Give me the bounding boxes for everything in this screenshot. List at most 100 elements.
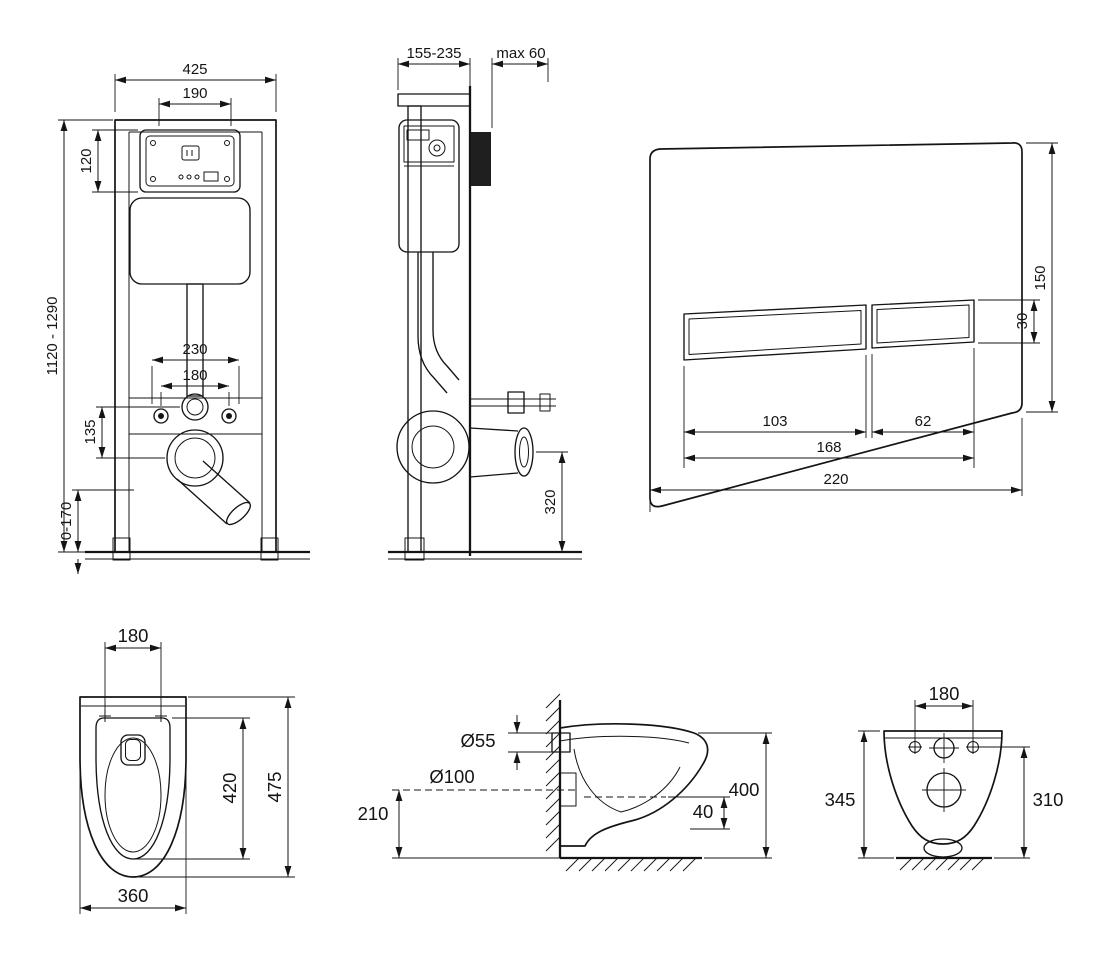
- dim-103: 103: [683, 355, 867, 468]
- rear-outlet: [922, 768, 966, 812]
- dim-400-label: 400: [729, 779, 760, 800]
- dim-135-label: 135: [82, 419, 99, 444]
- dim-180-frame: 180: [160, 367, 230, 406]
- dim-420-label: 420: [219, 773, 240, 804]
- dim-103-label: 103: [762, 413, 787, 430]
- bowl-rear-outline: [883, 730, 1003, 845]
- dim-max-60: max 60: [491, 45, 549, 128]
- outlet-bend: [166, 429, 252, 526]
- floor-section-rear: [896, 856, 992, 871]
- bowl-top-view: 180 420 475 360: [79, 625, 295, 914]
- cistern-tank: [129, 197, 251, 285]
- large-flush-button: [683, 304, 867, 361]
- fixing-rods: [470, 391, 556, 414]
- bowl-side-outline: [559, 723, 709, 847]
- bowl-top-outline: [79, 696, 187, 878]
- wall-bracket: [471, 132, 491, 186]
- dim-180-rear-label: 180: [929, 683, 960, 704]
- outlet-horn: [469, 427, 534, 478]
- floor-section: [560, 856, 702, 872]
- dim-400: 400: [698, 732, 772, 859]
- dim-120-label: 120: [78, 148, 95, 173]
- outlet-trap-side: [396, 410, 470, 484]
- dim-leg-label: 0-170: [58, 502, 75, 540]
- seat-line: [559, 735, 690, 744]
- dim-425-label: 425: [182, 61, 207, 78]
- bowl-side-view: Ø55 Ø100 210 400 40: [358, 693, 772, 872]
- flush-button-icon: [181, 145, 200, 161]
- dim-180-frame-label: 180: [182, 367, 207, 384]
- dim-360-label: 360: [118, 885, 149, 906]
- dim-max60-label: max 60: [496, 45, 545, 62]
- dim-345: 345: [825, 730, 894, 859]
- dim-310: 310: [980, 746, 1064, 859]
- flush-opening: [120, 734, 146, 766]
- dim-320: 320: [536, 451, 568, 552]
- cistern-access-box: [139, 129, 241, 193]
- water-inlet: [181, 393, 209, 421]
- dim-220-label: 220: [823, 471, 848, 488]
- dim-210: 210: [358, 790, 560, 859]
- dim-40-label: 40: [693, 801, 714, 822]
- dim-depth-range: 155-235: [397, 45, 471, 90]
- dim-40: 40: [668, 796, 730, 830]
- dim-190: 190: [158, 85, 232, 126]
- dim-overall-height: 1120 - 1290: [44, 119, 113, 553]
- dim-168: 168: [684, 439, 974, 462]
- wall-section: [545, 693, 562, 858]
- dim-168-label: 168: [816, 439, 841, 456]
- dim-475-label: 475: [264, 772, 285, 803]
- inlet-connection: [551, 732, 571, 753]
- dim-depth-label: 155-235: [406, 45, 461, 62]
- right-foot: [260, 537, 279, 561]
- dim-320-label: 320: [542, 489, 559, 514]
- dim-210-label: 210: [358, 803, 389, 824]
- dim-o100-label: Ø100: [429, 766, 474, 787]
- frame-front-view: 425 190 120 1120 - 1290 230: [44, 61, 310, 574]
- dim-height-label: 1120 - 1290: [44, 297, 61, 376]
- bowl-water-oval: [104, 737, 162, 853]
- dim-230: 230: [151, 341, 240, 404]
- dim-o55-label: Ø55: [461, 730, 496, 751]
- dim-230-label: 230: [182, 341, 207, 358]
- inner-bowl-line: [573, 748, 681, 813]
- bowl-inner-rim: [95, 717, 171, 860]
- dim-425: 425: [114, 61, 277, 112]
- dim-30: 30: [978, 299, 1040, 344]
- small-flush-button: [871, 299, 975, 349]
- foot-side: [404, 537, 425, 561]
- bowl-rear-view: 180 345 310: [825, 683, 1064, 871]
- dim-190-label: 190: [182, 85, 207, 102]
- dim-310-label: 310: [1033, 789, 1064, 810]
- rear-inlet: [929, 733, 959, 763]
- dim-150: 150: [1026, 142, 1058, 413]
- dim-150-label: 150: [1032, 265, 1049, 290]
- dim-62-label: 62: [915, 413, 932, 430]
- dim-360: 360: [79, 764, 187, 914]
- dim-inlet-55: Ø55: [461, 715, 552, 770]
- dim-30-label: 30: [1014, 313, 1031, 330]
- fixing-hole-marks: [99, 710, 167, 722]
- dim-62: 62: [871, 348, 975, 468]
- left-foot: [112, 537, 131, 561]
- frame-rail-side: [407, 105, 422, 553]
- dim-420: 420: [136, 717, 250, 860]
- dim-180-top: 180: [104, 625, 162, 710]
- cistern-side: [398, 119, 460, 253]
- dim-180-rear: 180: [914, 683, 974, 740]
- frame-side-view: 155-235 max 60 320: [388, 45, 582, 561]
- top-rail: [397, 93, 471, 107]
- dim-120: 120: [78, 129, 138, 193]
- flush-plate-view: 103 62 168 220 150 30: [649, 142, 1058, 512]
- flush-pipe: [186, 283, 204, 397]
- flush-pipe-side: [417, 252, 460, 394]
- bowl-foot: [923, 838, 963, 858]
- dim-220: 220: [649, 418, 1023, 512]
- dim-475: 475: [136, 696, 295, 878]
- rear-fixing-holes: [908, 740, 980, 754]
- dim-leg-adjustment: 0-170: [58, 489, 134, 574]
- dim-135: 135: [82, 406, 180, 459]
- plate-outline: [649, 142, 1023, 508]
- dim-180-top-label: 180: [118, 625, 149, 646]
